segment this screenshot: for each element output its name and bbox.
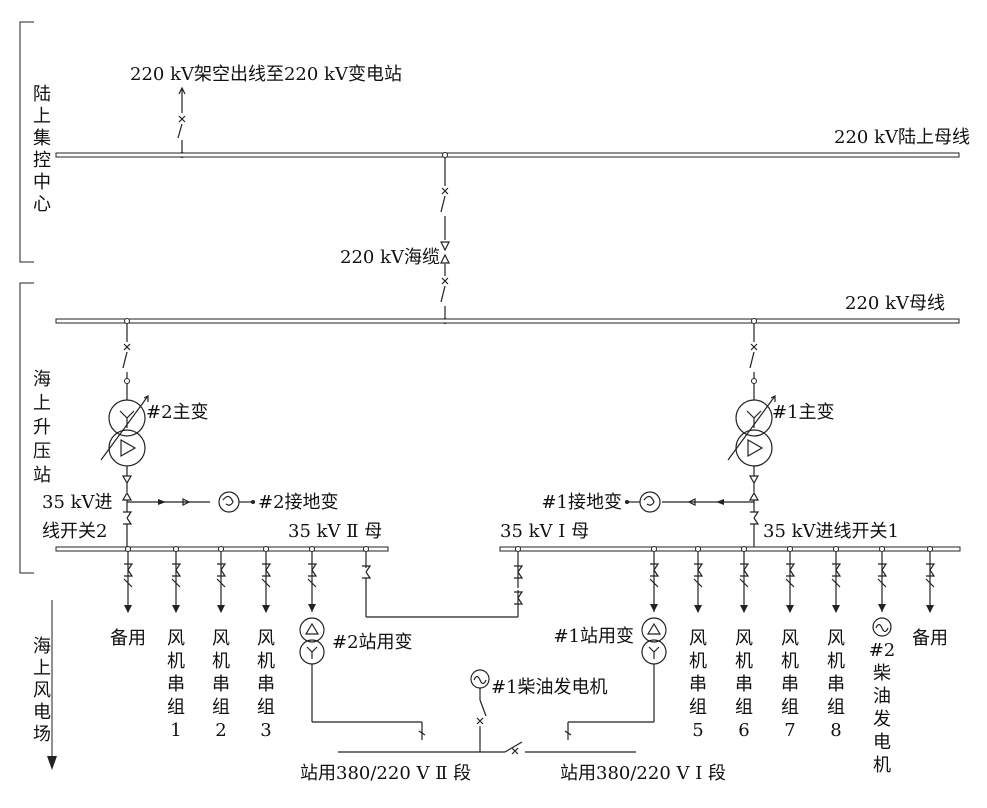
onshore-bus-label: 220 kV陆上母线 bbox=[834, 127, 970, 148]
bus-35-II-label: 35 kV Ⅱ 母 bbox=[288, 521, 382, 542]
feeder-drop-string-8 bbox=[831, 546, 842, 613]
main-transformer-2-icon bbox=[100, 395, 149, 467]
wind-farm-region-arrow bbox=[47, 600, 57, 770]
incoming-switch-2-label-line1: 35 kV进 bbox=[42, 492, 113, 513]
feeder-drop-string-7 bbox=[785, 546, 796, 613]
incoming-switch-2-label-line2: 线开关2 bbox=[42, 521, 107, 542]
ground-tx-2-label: #2接地变 bbox=[258, 492, 339, 513]
offshore-station-region-bracket bbox=[19, 282, 34, 574]
ground-transformer-2-branch bbox=[127, 491, 255, 513]
bus-35kv-I bbox=[499, 546, 961, 552]
feeder-drop-spare-left bbox=[123, 546, 134, 613]
incoming-switch-1-label: 35 kV进线开关1 bbox=[763, 521, 899, 542]
diesel-1-label: #1柴油发电机 bbox=[491, 677, 608, 698]
feeder-drop-string-1 bbox=[171, 546, 182, 613]
feeder-drops bbox=[123, 546, 936, 637]
station-tx-2-label: #2站用变 bbox=[332, 632, 413, 653]
station-supply-wiring bbox=[311, 664, 655, 740]
station-transformer-2-icon bbox=[299, 617, 325, 665]
bus-35-I-label: 35 kV Ⅰ 母 bbox=[500, 521, 589, 542]
feeder-drop-station-tx-2 bbox=[307, 546, 318, 612]
feeder-drop-station-tx-1 bbox=[649, 546, 660, 612]
feeder-drop-string-2 bbox=[216, 546, 227, 613]
feeder-drop-string-6 bbox=[739, 546, 750, 613]
feeder-drop-diesel-2 bbox=[872, 546, 892, 637]
onshore-region-bracket bbox=[19, 21, 34, 263]
offshore-220kv-bus bbox=[55, 318, 960, 324]
overhead-line-label: 220 kV架空出线至220 kV变电站 bbox=[130, 64, 402, 85]
diesel-generator-1 bbox=[470, 669, 490, 752]
sea-cable-link bbox=[440, 152, 450, 324]
main-transformer-1-icon bbox=[727, 395, 776, 467]
lv-bus-II-label: 站用380/220 V Ⅱ 段 bbox=[300, 763, 471, 784]
ground-transformer-1-branch bbox=[625, 491, 754, 513]
main-transformer-2-lv-leads bbox=[121, 466, 133, 547]
main-tx-1-label: #1主变 bbox=[772, 402, 835, 423]
onshore-region-label: 陆上集控中心 bbox=[33, 84, 51, 215]
feeder-label-spare-right: 备用 bbox=[912, 628, 948, 649]
overhead-line-feeder bbox=[177, 86, 186, 158]
feeder-drop-spare-right bbox=[925, 546, 936, 613]
feeder-label-spare-left: 备用 bbox=[110, 628, 146, 649]
station-transformer-1-icon bbox=[641, 617, 667, 665]
main-transformer-2-branch bbox=[122, 318, 131, 400]
main-transformer-1-branch bbox=[749, 318, 758, 400]
bus-tie bbox=[362, 546, 524, 618]
station-tx-1-label: #1站用变 bbox=[553, 626, 634, 647]
onshore-220kv-bus bbox=[55, 152, 960, 158]
feeder-drop-string-3 bbox=[261, 546, 272, 613]
main-tx-2-label: #2主变 bbox=[146, 402, 209, 423]
main-transformer-1-lv-leads bbox=[748, 466, 760, 547]
lv-bus-I-label: 站用380/220 V Ⅰ 段 bbox=[560, 763, 726, 784]
lv-bus-tie-switch bbox=[504, 741, 523, 755]
sea-cable-label: 220 kV海缆 bbox=[340, 247, 440, 268]
offshore-station-region-label: 海上升压站 bbox=[33, 369, 51, 486]
hv-bus-label: 220 kV母线 bbox=[845, 293, 945, 314]
ground-tx-1-label: #1接地变 bbox=[541, 492, 622, 513]
wind-farm-region-label: 海上风电场 bbox=[33, 636, 51, 745]
feeder-drop-string-5 bbox=[693, 546, 704, 613]
